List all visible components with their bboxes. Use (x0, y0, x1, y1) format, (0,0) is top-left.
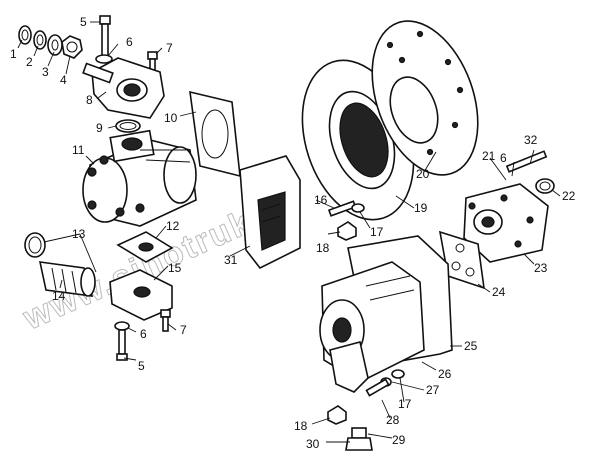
callout-5-top: 5 (80, 15, 87, 29)
callout-19: 19 (414, 201, 428, 215)
callout-24: 24 (492, 285, 506, 299)
callout-16: 16 (314, 193, 328, 207)
o-ring-13 (24, 232, 46, 258)
gasket-10 (189, 90, 241, 178)
flange-12 (116, 231, 174, 263)
callout-23: 23 (534, 261, 548, 275)
callout-18-lower: 18 (294, 419, 308, 433)
nut-18-upper (337, 221, 357, 241)
washer-1 (18, 25, 32, 45)
callout-26: 26 (438, 367, 452, 381)
callout-21: 21 (482, 149, 496, 163)
callout-18-upper: 18 (316, 241, 330, 255)
callout-2: 2 (26, 55, 33, 69)
nut-18-lower (327, 405, 347, 425)
washer-6-bottom (114, 321, 130, 331)
callout-20: 20 (416, 167, 430, 181)
elbow-15 (109, 269, 173, 321)
callout-29: 29 (392, 433, 406, 447)
callout-17-lower: 17 (398, 397, 412, 411)
nut-4 (61, 35, 83, 59)
pump-body-26 (319, 261, 425, 393)
callout-28: 28 (386, 413, 400, 427)
callout-7-bottom: 7 (180, 323, 187, 337)
callout-7-top: 7 (166, 41, 173, 55)
callout-labels: 1 2 3 4 5 5 6 6 6 7 7 8 9 10 11 12 13 14… (10, 15, 576, 451)
washer-17-lower (391, 369, 405, 379)
washer-17-upper (351, 203, 365, 213)
washer-3 (47, 34, 63, 56)
pump-23 (463, 183, 549, 263)
callout-9: 9 (96, 121, 103, 135)
bolt-5-top (99, 15, 111, 57)
callout-6-top: 6 (126, 35, 133, 49)
callout-12: 12 (166, 219, 180, 233)
callout-6-bottom: 6 (140, 327, 147, 341)
bolt-7-bottom (160, 309, 171, 332)
callout-1: 1 (10, 47, 17, 61)
callout-10: 10 (164, 111, 178, 125)
flange-8 (82, 57, 165, 119)
washer-6-top (95, 54, 113, 64)
callout-14: 14 (52, 289, 66, 303)
filter-14 (38, 261, 96, 297)
bolt-28 (365, 378, 390, 397)
callout-5-bottom: 5 (138, 359, 145, 373)
callout-8: 8 (86, 93, 93, 107)
washer-2 (33, 30, 47, 50)
pump-body-11 (82, 129, 197, 227)
coupling-31 (239, 155, 301, 270)
shaft-21 (505, 150, 548, 173)
bolt-5-bottom (116, 329, 128, 361)
callout-25: 25 (464, 339, 478, 353)
callout-4: 4 (60, 73, 67, 87)
callout-3: 3 (42, 65, 49, 79)
o-ring-22 (535, 178, 555, 194)
callout-32: 32 (524, 133, 538, 147)
callout-27: 27 (426, 383, 440, 397)
callout-22: 22 (562, 189, 576, 203)
leader-lines (17, 21, 561, 443)
disc-20 (371, 20, 479, 176)
plug-30 (345, 427, 373, 451)
callout-11: 11 (72, 143, 85, 157)
callout-30: 30 (306, 437, 320, 451)
callout-13: 13 (72, 227, 86, 241)
callout-15: 15 (168, 261, 182, 275)
o-ring-9 (115, 119, 141, 133)
callout-6-right: 6 (500, 151, 507, 165)
callout-17-upper: 17 (370, 225, 384, 239)
callout-31: 31 (224, 253, 238, 267)
